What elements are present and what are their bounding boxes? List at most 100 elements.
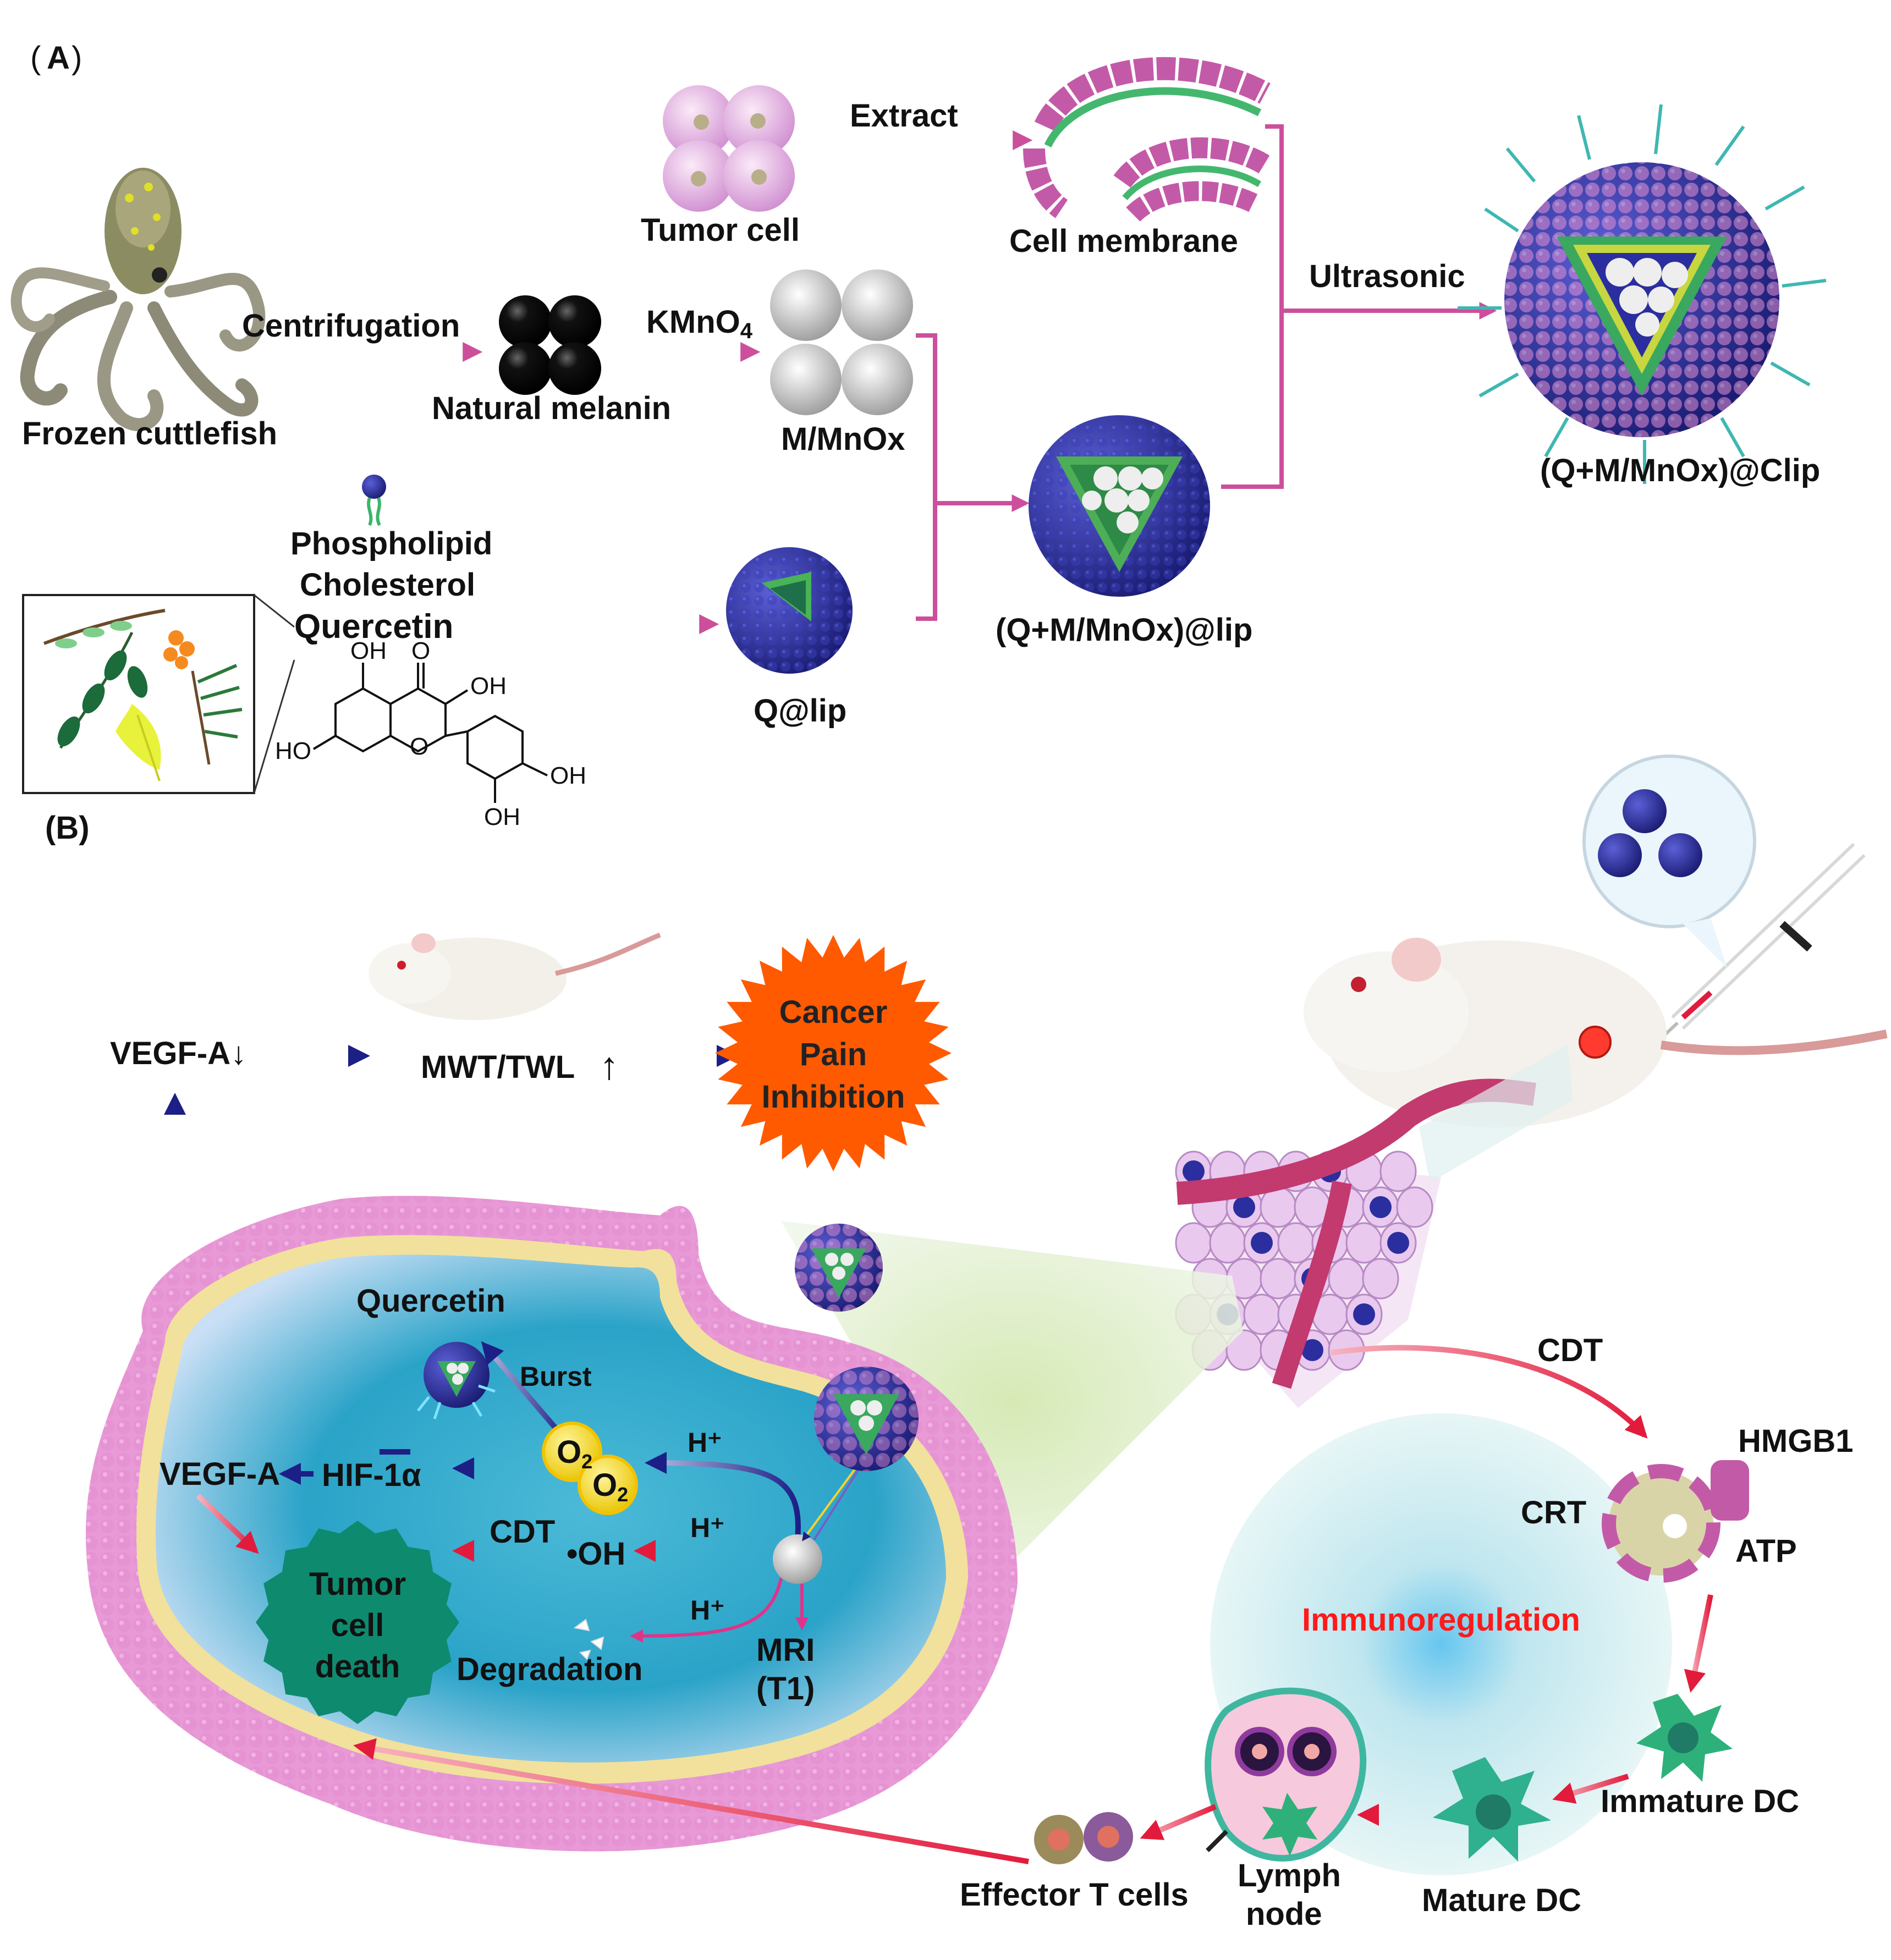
lymph-node-line-1: Lymph bbox=[1238, 1858, 1341, 1893]
tissue-nanoparticle bbox=[1387, 1232, 1409, 1254]
zoom-cone-1 bbox=[1419, 1045, 1573, 1182]
chem-ho-left: HO bbox=[275, 737, 311, 764]
lymph-node-line-2: node bbox=[1246, 1896, 1322, 1932]
plant-callout-line-1 bbox=[254, 594, 295, 628]
tissue-nanoparticle bbox=[1301, 1339, 1323, 1361]
tissue-cell bbox=[1362, 1258, 1399, 1300]
chem-oh-top: OH bbox=[350, 637, 387, 664]
tumor-death-line-1: Tumor bbox=[309, 1566, 406, 1602]
cancer-pain-line-2: Pain bbox=[800, 1037, 867, 1072]
cdt-outer-label: CDT bbox=[1537, 1333, 1603, 1368]
degradation-label: Degradation bbox=[457, 1651, 642, 1687]
zoom-beam bbox=[781, 1221, 1243, 1584]
plant-illustration-box bbox=[22, 594, 255, 794]
dying-to-immature-arrow bbox=[1684, 1594, 1713, 1693]
degradation-fragments-icon bbox=[573, 1618, 604, 1660]
quercetin-label: Quercetin bbox=[294, 608, 453, 646]
cell-membrane-fragments bbox=[1023, 57, 1271, 222]
tumor-death-line-2: cell bbox=[331, 1607, 384, 1643]
mnox-particle-inner bbox=[773, 1534, 822, 1584]
quercetin-structure bbox=[312, 663, 548, 803]
phospholipid-label: Phospholipid bbox=[290, 526, 492, 561]
np-to-mnox-line-1 bbox=[802, 1456, 865, 1541]
tissue-cell bbox=[1328, 1258, 1365, 1300]
tissue-nanoparticle bbox=[1233, 1196, 1255, 1218]
mature-dc-label: Mature DC bbox=[1422, 1882, 1581, 1918]
mnox-to-degradation-arrow bbox=[630, 1578, 783, 1643]
immature-dc-label: Immature DC bbox=[1601, 1783, 1799, 1819]
natural-melanin-label: Natural melanin bbox=[432, 390, 671, 426]
frozen-cuttlefish-label: Frozen cuttlefish bbox=[22, 416, 277, 452]
tissue-cell bbox=[1209, 1222, 1246, 1264]
o2-molecules bbox=[542, 1422, 638, 1515]
mature-dc-icon bbox=[1433, 1757, 1551, 1862]
tissue-cell bbox=[1277, 1222, 1315, 1264]
tumor-cell-label: Tumor cell bbox=[641, 212, 800, 248]
chem-oh-far: OH bbox=[550, 762, 586, 789]
vegf-a-down-label: VEGF-A↓ bbox=[110, 1036, 246, 1071]
ultrasonic-label: Ultrasonic bbox=[1309, 258, 1465, 294]
o2-label-2: O2 bbox=[592, 1467, 628, 1506]
panel-a-label-close: ) bbox=[72, 40, 82, 76]
inner-nanoparticle bbox=[814, 1367, 919, 1471]
q-lip-liposome bbox=[726, 547, 853, 674]
tissue-cell bbox=[1260, 1258, 1297, 1300]
tissue-nanoparticle bbox=[1251, 1232, 1273, 1254]
o2-label-1: O2 bbox=[557, 1434, 592, 1473]
rat-large-illustration bbox=[1304, 938, 1888, 1127]
dying-cell-icon bbox=[1602, 1460, 1749, 1583]
mri-line-1: MRI bbox=[756, 1632, 815, 1668]
mwt-up-arrow: ↑ bbox=[600, 1044, 619, 1087]
cell-membrane-label: Cell membrane bbox=[1009, 223, 1238, 259]
chem-o-top: O bbox=[411, 637, 430, 664]
qm-lip-label: (Q+M/MnOx)@lip bbox=[996, 612, 1252, 648]
m-mnox-label: M/MnOx bbox=[781, 421, 905, 457]
burst-arrow bbox=[481, 1341, 569, 1443]
q-lip-label: Q@lip bbox=[754, 693, 846, 729]
burst-nanoparticle bbox=[417, 1342, 496, 1419]
extract-label: Extract bbox=[850, 98, 958, 134]
crt-label: CRT bbox=[1521, 1495, 1586, 1530]
tissue-cell bbox=[1175, 1222, 1212, 1264]
immature-to-mature-arrow bbox=[1552, 1774, 1629, 1804]
oh-radical-label: •OH bbox=[567, 1536, 625, 1572]
burst-label: Burst bbox=[520, 1361, 592, 1392]
immunoregulation-label: Immunoregulation bbox=[1302, 1602, 1580, 1638]
melanin-particles bbox=[499, 295, 601, 395]
centrifugation-label: Centrifugation bbox=[242, 308, 460, 344]
tumor-tissue-cluster bbox=[1175, 1078, 1536, 1408]
h-plus-1: H⁺ bbox=[688, 1427, 722, 1458]
kmno4-label: KMnO4 bbox=[646, 304, 753, 343]
cancer-pain-line-3: Inhibition bbox=[762, 1079, 905, 1115]
tumor-cell-death-badge bbox=[256, 1521, 459, 1724]
merge-bracket-2 bbox=[1221, 124, 1284, 489]
tumor-cell-illustration bbox=[663, 85, 795, 212]
hmgb1-label: HMGB1 bbox=[1738, 1423, 1853, 1459]
qm-lip-liposome bbox=[1029, 415, 1210, 597]
tissue-nanoparticle bbox=[1183, 1160, 1205, 1182]
lymph-to-tcell-arrow bbox=[1140, 1804, 1217, 1840]
tissue-nanoparticle bbox=[1370, 1196, 1392, 1218]
final-nanoparticle bbox=[1458, 104, 1827, 484]
h-plus-3: H⁺ bbox=[690, 1595, 725, 1626]
np-to-mnox-line-2 bbox=[813, 1456, 867, 1541]
tissue-cell bbox=[1379, 1150, 1417, 1192]
hif-label: HIF-1α bbox=[322, 1457, 421, 1493]
m-mnox-particles bbox=[770, 269, 913, 415]
mri-line-2: (T1) bbox=[756, 1671, 815, 1706]
vegf-to-death-arrow bbox=[196, 1494, 259, 1554]
cuttlefish-illustration bbox=[10, 168, 266, 432]
atp-label: ATP bbox=[1735, 1533, 1797, 1569]
cdt-outer-arrow bbox=[1331, 1345, 1648, 1439]
chem-oh-bottom: OH bbox=[484, 803, 520, 830]
tumor-cell-body bbox=[86, 1196, 1018, 1852]
merge-bracket-1 bbox=[916, 333, 937, 621]
quercetin-inner-label: Quercetin bbox=[356, 1283, 505, 1319]
tissue-cell bbox=[1396, 1186, 1433, 1228]
panel-b-label: (B) bbox=[45, 810, 90, 846]
tissue-cell bbox=[1345, 1222, 1383, 1264]
cancer-pain-starburst bbox=[715, 935, 952, 1171]
chem-oh-right: OH bbox=[470, 673, 507, 700]
tissue-nanoparticle bbox=[1353, 1303, 1375, 1325]
entering-nanoparticle bbox=[795, 1224, 883, 1312]
